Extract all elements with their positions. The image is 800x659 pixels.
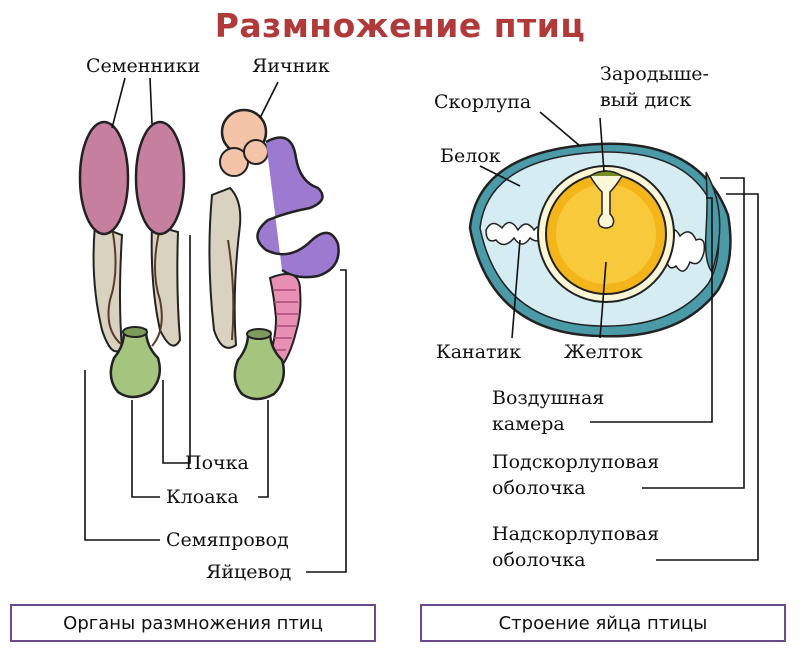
female-kidney [208, 186, 242, 349]
testis-right [134, 120, 186, 236]
male-organs [78, 120, 186, 399]
label-air-chamber-2: камера [492, 413, 565, 435]
testis-left [78, 120, 130, 236]
male-kidney-right [150, 223, 182, 347]
label-cloaca: Клоака [166, 486, 239, 508]
male-cloaca [109, 328, 161, 399]
page-title: Размножение птиц [214, 6, 586, 45]
egg-leader-lines [479, 111, 759, 561]
label-ovary: Яичник [252, 55, 330, 77]
label-shell: Скорлупа [434, 91, 532, 113]
oviduct-upper [256, 136, 340, 279]
label-air-chamber-1: Воздушная [492, 387, 605, 409]
caption-egg: Строение яйца птицы [420, 604, 786, 642]
organ-leader-lines [84, 77, 347, 573]
label-testes: Семенники [86, 55, 201, 77]
label-chalaza: Канатик [436, 341, 522, 363]
label-oviduct: Яйцевод [206, 561, 292, 583]
caption-organs: Органы размножения птиц [10, 604, 376, 642]
label-outer-membrane-2: оболочка [492, 549, 586, 571]
label-inner-membrane-2: оболочка [492, 477, 586, 499]
label-inner-membrane-1: Подскорлуповая [492, 451, 660, 473]
label-germinal-disc-1: Зародыше- [600, 63, 709, 85]
germinal-disc [588, 170, 624, 229]
male-kidney-left [92, 223, 124, 353]
label-outer-membrane-1: Надскорлуповая [492, 523, 660, 545]
label-yolk: Желток [564, 341, 643, 363]
label-vas-deferens: Семяпровод [166, 529, 289, 551]
label-kidney: Почка [185, 452, 249, 474]
female-organs [208, 108, 340, 401]
label-albumen: Белок [440, 145, 501, 167]
egg [468, 142, 732, 338]
vas-deferens-right [151, 227, 163, 347]
female-cloaca [233, 330, 285, 401]
label-germinal-disc-2: вый диск [600, 89, 692, 111]
